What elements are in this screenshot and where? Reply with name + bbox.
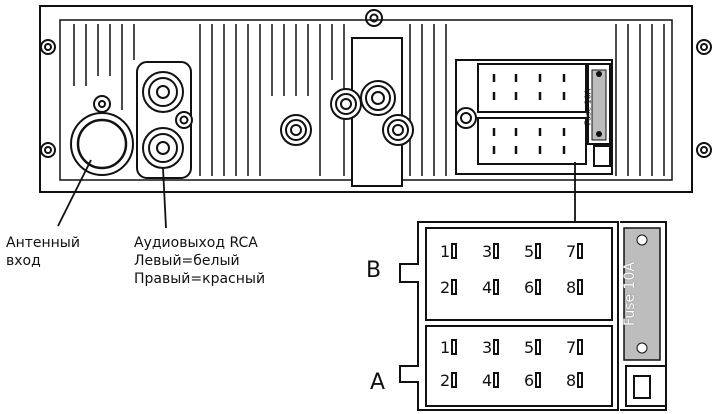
heatsink-fins — [73, 24, 665, 176]
rca-label-line1: Аудиовыход RCA — [134, 235, 258, 251]
pin-label: 1 — [440, 338, 451, 357]
iso-connector-small — [455, 59, 613, 175]
block-b-label: B — [366, 258, 382, 283]
pin-label: 6 — [524, 371, 535, 390]
center-jacks — [280, 37, 414, 187]
pin-label: 4 — [482, 278, 493, 297]
rca-label-line2: Левый=белый — [134, 253, 240, 269]
antenna-label-line1: Антенный — [6, 235, 80, 251]
antenna-label: Антенный вход — [6, 234, 80, 270]
pin-label: 2 — [440, 278, 451, 297]
pin-label: 3 — [482, 242, 493, 261]
pin-label: 5 — [524, 242, 535, 261]
iso-connector-large — [399, 221, 667, 411]
rca-connectors — [136, 61, 193, 179]
antenna-connector — [70, 95, 134, 176]
pin-label: 2 — [440, 371, 451, 390]
pin-label: 4 — [482, 371, 493, 390]
rca-label-line3: Правый=красный — [134, 271, 266, 287]
fuse-large — [623, 227, 661, 361]
pin-label: 7 — [566, 242, 577, 261]
antenna-label-line2: вход — [6, 253, 41, 269]
pin-label: 5 — [524, 338, 535, 357]
pin-label: 8 — [566, 371, 577, 390]
block-a — [425, 325, 613, 407]
pin-label: 6 — [524, 278, 535, 297]
pin-label: 8 — [566, 278, 577, 297]
rca-label: Аудиовыход RCA Левый=белый Правый=красны… — [134, 234, 265, 288]
pin-label: 1 — [440, 242, 451, 261]
block-a-label: A — [370, 370, 386, 395]
block-b — [425, 227, 613, 321]
pin-label: 3 — [482, 338, 493, 357]
pin-label: 7 — [566, 338, 577, 357]
